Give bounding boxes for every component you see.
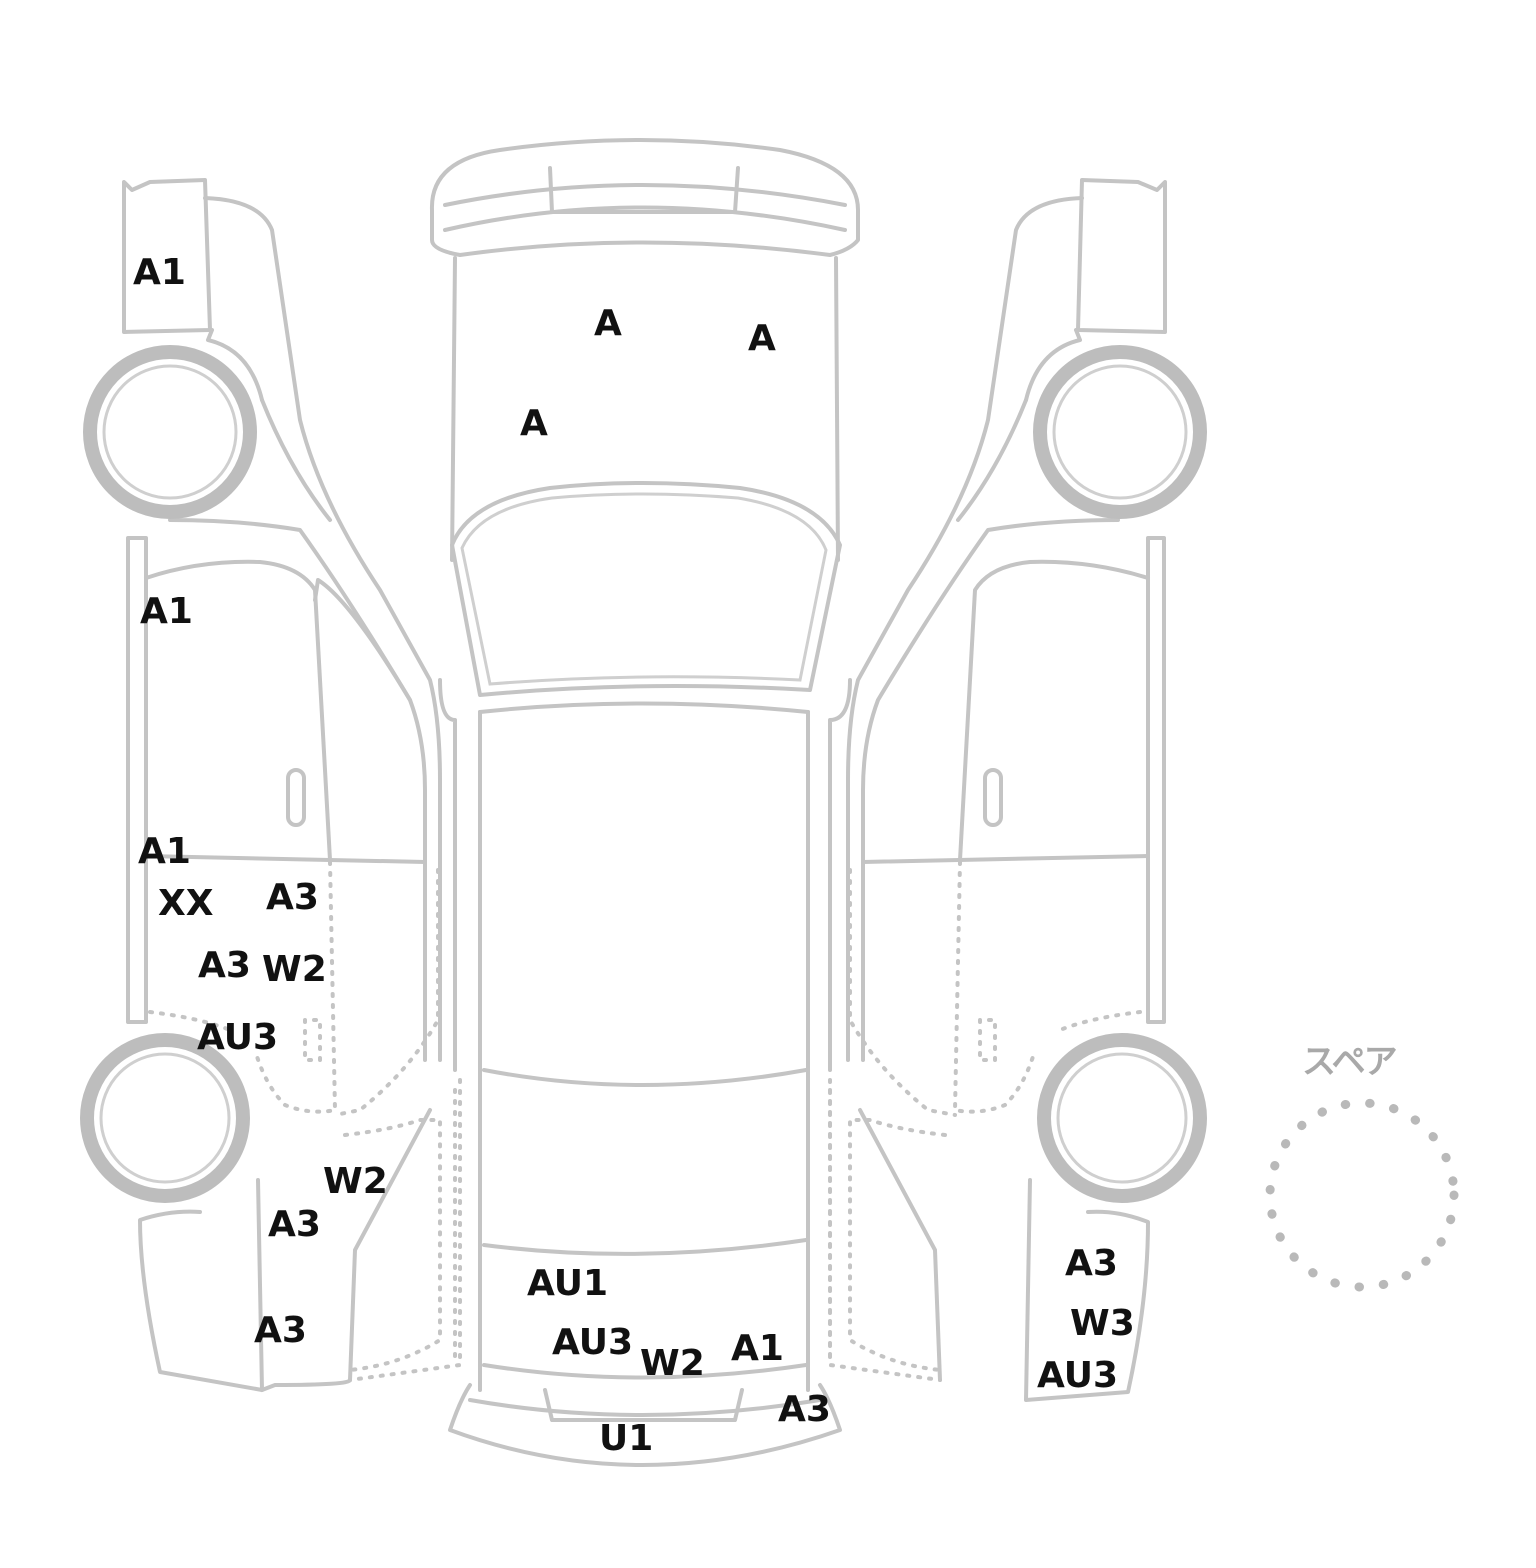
damage-mark: W2 [262, 949, 327, 990]
damage-mark: A3 [268, 1204, 321, 1245]
damage-mark: AU3 [197, 1017, 279, 1058]
damage-mark: A1 [731, 1328, 784, 1369]
damage-mark: AU1 [527, 1263, 609, 1304]
damage-mark: W2 [640, 1343, 705, 1384]
damage-mark: A3 [198, 945, 251, 986]
damage-mark: AU3 [1037, 1355, 1119, 1396]
damage-mark: A3 [778, 1389, 831, 1430]
left-front-wheel [83, 345, 257, 519]
left-rear-wheel [80, 1033, 250, 1203]
damage-mark: A1 [140, 591, 193, 632]
damage-mark: XX [158, 883, 214, 924]
right-side-view [828, 178, 1207, 1402]
damage-mark: W3 [1070, 1303, 1135, 1344]
right-front-wheel [1033, 345, 1207, 519]
damage-mark: A1 [133, 252, 186, 293]
damage-mark: W2 [323, 1161, 388, 1202]
damage-mark: A [594, 303, 622, 344]
spare-tire-label: スペア [1302, 1042, 1398, 1082]
top-view [429, 138, 860, 1467]
damage-mark: A [748, 318, 776, 359]
right-rear-wheel [1037, 1033, 1207, 1203]
damage-mark: A3 [254, 1310, 307, 1351]
damage-mark: A3 [1065, 1243, 1118, 1284]
damage-mark: A3 [266, 877, 319, 918]
damage-mark: AU3 [552, 1322, 634, 1363]
damage-mark: A [520, 403, 548, 444]
damage-mark: U1 [599, 1418, 654, 1459]
damage-mark: A1 [138, 831, 191, 872]
left-side-view [80, 178, 462, 1392]
spare-tire-circle [1265, 1098, 1459, 1292]
